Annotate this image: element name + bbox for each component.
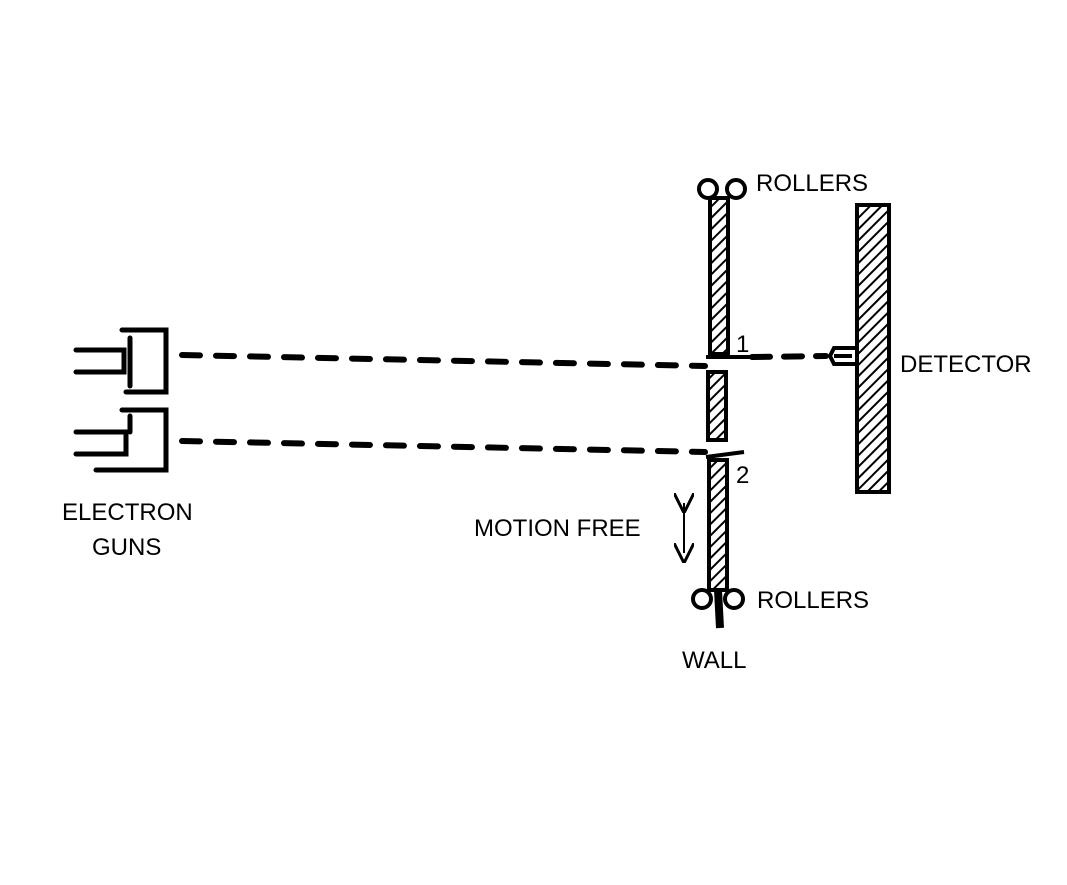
wall-lower-segment (707, 458, 729, 592)
slit-2-edge (705, 450, 745, 459)
rollers-top-label: ROLLERS (756, 170, 868, 197)
wall-bottom-stem (714, 589, 724, 629)
slit-1-label: 1 (736, 331, 749, 358)
motion-free-label: MOTION FREE (474, 515, 641, 542)
detector-label: DETECTOR (900, 351, 1032, 378)
rollers-bottom-label: ROLLERS (757, 587, 869, 614)
wall-middle-segment (706, 370, 728, 442)
electron-gun-lower (73, 407, 169, 473)
slit-2-label: 2 (736, 462, 749, 489)
detector-probe (827, 346, 857, 366)
wall-upper-segment (708, 196, 730, 356)
electron-beam-through-slit-1 (749, 353, 829, 360)
electron-beam-upper (179, 352, 708, 369)
detector-screen (855, 203, 891, 494)
wall-label: WALL (682, 647, 746, 674)
electron-gun-upper (73, 327, 169, 395)
electron-guns-label-line1: ELECTRON (62, 499, 193, 526)
rollers-bottom (691, 588, 745, 610)
electron-beam-lower (179, 438, 708, 455)
rollers-top (697, 178, 747, 200)
electron-guns-label-line2: GUNS (92, 534, 161, 561)
